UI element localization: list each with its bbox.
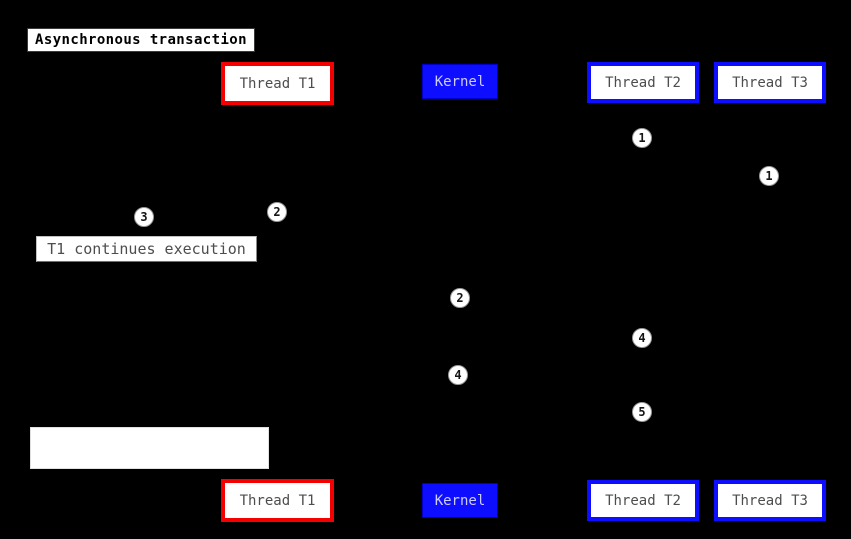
participant-thread-t1-top: Thread T1 — [221, 62, 334, 105]
participant-thread-t1-bottom: Thread T1 — [221, 479, 334, 522]
sequence-marker-2-kernel: 2 — [450, 288, 470, 308]
participant-thread-t2-bottom: Thread T2 — [587, 480, 699, 521]
participant-thread-t2-top: Thread T2 — [587, 62, 699, 103]
diagram-title: Asynchronous transaction — [27, 28, 255, 52]
note-t1-continues-execution: T1 continues execution — [36, 236, 257, 262]
participant-kernel-bottom: Kernel — [422, 483, 498, 518]
participant-thread-t3-top: Thread T3 — [714, 62, 826, 103]
blank-note-box — [30, 427, 269, 469]
sequence-marker-2-thread-t1: 2 — [267, 202, 287, 222]
sequence-marker-5-thread-t2: 5 — [632, 402, 652, 422]
participant-thread-t3-bottom: Thread T3 — [714, 480, 826, 521]
sequence-marker-4-kernel: 4 — [448, 365, 468, 385]
sequence-marker-4-thread-t2: 4 — [632, 328, 652, 348]
sequence-marker-1-thread-t3: 1 — [759, 166, 779, 186]
sequence-marker-1-thread-t2: 1 — [632, 128, 652, 148]
sequence-marker-3-thread-t1: 3 — [134, 207, 154, 227]
participant-kernel-top: Kernel — [422, 64, 498, 99]
